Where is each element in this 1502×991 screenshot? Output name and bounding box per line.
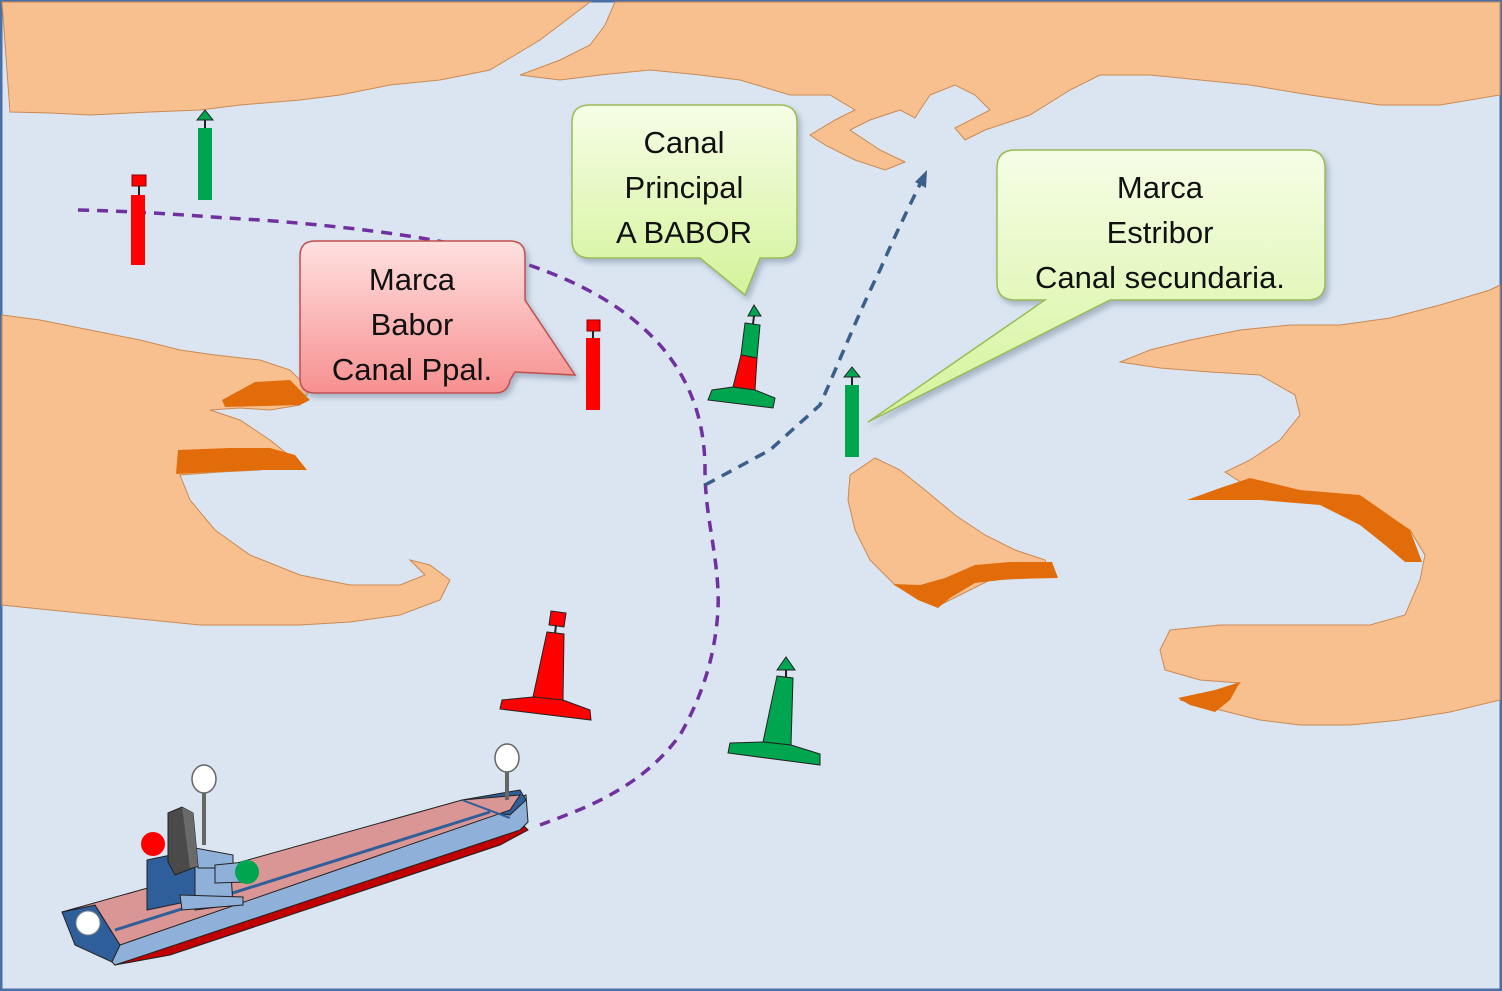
shoal-left-lower [176,448,307,474]
callout-canal-principal-line-1: Canal [644,125,725,160]
land-top-left [1,1,592,116]
shoal-center-islet [893,562,1058,608]
shoal-right-lower [1178,682,1240,712]
green-spar-marker-top [195,109,215,200]
land-top-right [519,1,1501,171]
callout-marca-babor-line-3: Canal Ppal. [332,352,492,387]
callout-marca-babor-line-2: Babor [371,307,454,342]
shoal-left-upper [222,380,310,407]
callout-canal-principal [571,104,798,297]
callout-marca-estribor [867,149,1326,423]
bifurcation-buoy [707,304,776,409]
shoal-right-upper [1187,478,1422,562]
callout-marca-estribor-line-1: Marca [1117,170,1204,205]
callout-canal-principal-line-2: Principal [625,170,744,205]
callout-marca-babor-line-1: Marca [369,262,456,297]
shoal-areas [176,380,1422,712]
callout-marca-estribor-line-2: Estribor [1107,215,1214,250]
secondary-channel-route [704,179,924,487]
green-spar-marker-right [842,366,862,457]
red-spar-marker-left [131,174,147,265]
callout-canal-principal-line-3: A BABOR [616,215,752,250]
route-arrow-head [915,170,927,188]
callout-marca-estribor-line-3: Canal secundaria. [1035,260,1285,295]
red-can-buoy [499,610,592,721]
red-spar-marker-center [586,319,601,410]
callout-marca-babor [299,240,577,394]
green-conical-buoy [727,656,821,766]
cargo-ship-icon [61,743,529,966]
main-channel-route [77,208,720,827]
